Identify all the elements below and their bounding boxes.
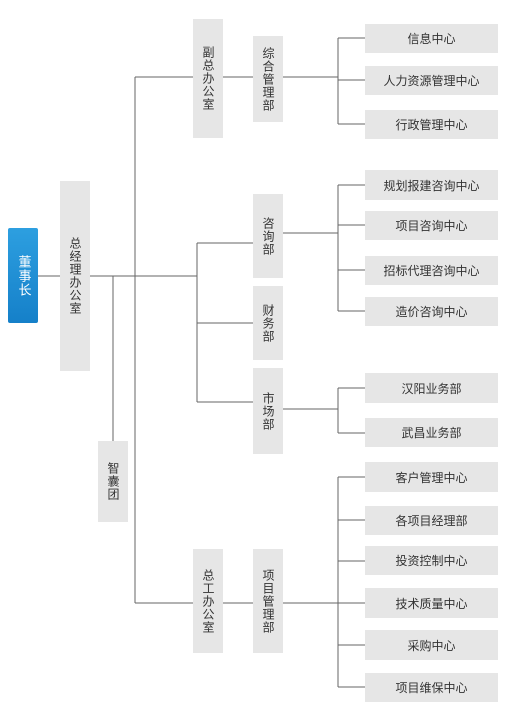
unit-procurement: 采购中心 [365, 630, 498, 660]
unit-planning-consulting: 规划报建咨询中心 [365, 170, 498, 200]
unit-project-manager-depts: 各项目经理部 [365, 506, 498, 535]
unit-information-center: 信息中心 [365, 24, 498, 53]
general-management-dept-box: 综合管理部 [253, 36, 283, 122]
unit-technical-quality: 技术质量中心 [365, 588, 498, 618]
gm-office-box: 总经理办公室 [60, 181, 90, 371]
unit-hanyang-business: 汉阳业务部 [365, 373, 498, 403]
unit-hr-center: 人力资源管理中心 [365, 66, 498, 95]
chief-engineer-office-box: 总工办公室 [193, 549, 223, 653]
unit-cost-consulting: 造价咨询中心 [365, 297, 498, 326]
consulting-dept-box: 咨询部 [253, 194, 283, 278]
think-tank-box: 智囊团 [98, 441, 128, 522]
unit-customer-management: 客户管理中心 [365, 462, 498, 492]
deputy-office-box: 副总办公室 [193, 19, 223, 138]
unit-project-consulting: 项目咨询中心 [365, 211, 498, 240]
market-dept-box: 市场部 [253, 368, 283, 454]
unit-admin-center: 行政管理中心 [365, 110, 498, 139]
project-management-dept-box: 项目管理部 [253, 549, 283, 653]
unit-maintenance: 项目维保中心 [365, 673, 498, 702]
chairman-box: 董事长 [8, 228, 38, 323]
finance-dept-box: 财务部 [253, 286, 283, 360]
unit-tender-consulting: 招标代理咨询中心 [365, 256, 498, 285]
unit-investment-control: 投资控制中心 [365, 546, 498, 575]
unit-wuchang-business: 武昌业务部 [365, 418, 498, 447]
